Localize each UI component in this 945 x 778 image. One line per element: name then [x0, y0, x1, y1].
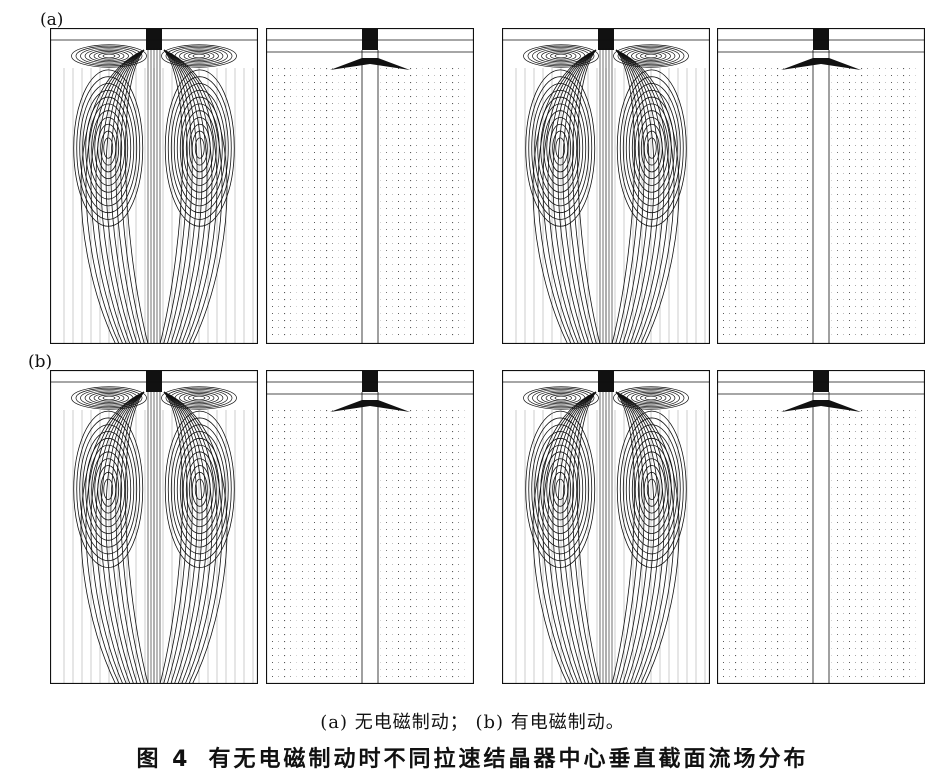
- streamline-plot-b2: [502, 370, 710, 684]
- vector-plot-a2: [717, 28, 925, 344]
- vector-plot-b1: [266, 370, 474, 684]
- vector-plot-b2: [717, 370, 925, 684]
- figure-number: 图 4: [136, 747, 191, 772]
- figure-title: 有无电磁制动时不同拉速结晶器中心垂直截面流场分布: [208, 747, 809, 772]
- streamline-plot-b1: [50, 370, 258, 684]
- figure-caption: 图 4 有无电磁制动时不同拉速结晶器中心垂直截面流场分布: [0, 741, 945, 773]
- row-label-b: (b): [28, 352, 53, 372]
- row-label-a: (a): [40, 10, 64, 30]
- vector-plot-a1: [266, 28, 474, 344]
- streamline-plot-a1: [50, 28, 258, 344]
- streamline-plot-a2: [502, 28, 710, 344]
- subcaption: (a) 无电磁制动； (b) 有电磁制动。: [320, 712, 625, 733]
